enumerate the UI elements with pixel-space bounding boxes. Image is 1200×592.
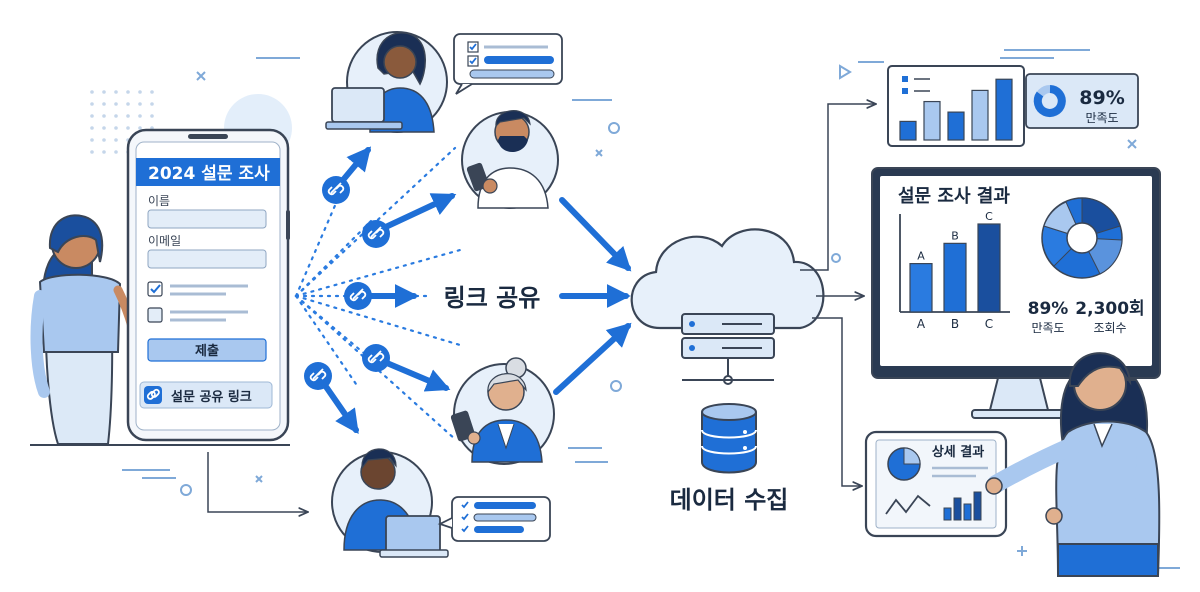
bar-top-label: A (917, 250, 925, 263)
link-share-label: 링크 공유 (444, 284, 541, 312)
checklist-bubble-top (453, 33, 563, 95)
bar-axis-label: A (917, 317, 926, 331)
results-monitor: 설문 조사 결과 A A B B C C 89% 만족도 2,300회 조회수 (871, 167, 1161, 419)
check-icon (150, 284, 161, 294)
cloud-server-icon (630, 228, 825, 385)
output-connectors (800, 104, 876, 486)
survey-woman-figure (30, 214, 290, 446)
summary-card: 89% 만족도 (887, 65, 1139, 147)
monitor-satisfaction-label: 만족도 (1031, 321, 1064, 335)
bar-top-label: B (951, 229, 959, 242)
checklist-bubble-bottom (437, 496, 551, 542)
survey-header-bar (136, 158, 280, 186)
laptop-icon (331, 87, 385, 123)
summary-bar (899, 120, 917, 141)
bar-top-label: C (985, 210, 993, 223)
share-link-label: 설문 공유 링크 (171, 390, 252, 405)
link-icon (322, 176, 350, 204)
survey-title: 2024 설문 조사 (148, 164, 270, 184)
monitor-bar-a (909, 263, 933, 313)
monitor-views-label: 조회수 (1093, 321, 1126, 335)
link-badges (304, 176, 390, 390)
presenter-figure (985, 352, 1161, 577)
summary-bar (947, 111, 965, 141)
phone-to-user-connector (207, 452, 308, 512)
database-icon (701, 403, 757, 474)
monitor-bar-b (943, 242, 967, 313)
data-collection-label: 데이터 수집 (670, 486, 789, 514)
tablet-line-chart (885, 494, 931, 515)
monitor-pie-chart (1041, 197, 1123, 279)
bar-axis-label: C (985, 317, 993, 331)
detail-tablet: 상세 결과 (864, 430, 1008, 538)
link-icon (362, 344, 390, 372)
checkbox-unchecked[interactable] (147, 307, 163, 323)
monitor-satisfaction-value: 89% (1028, 299, 1069, 319)
respondent-laptop-man (331, 448, 449, 558)
email-field[interactable] (147, 249, 267, 269)
summary-bar (923, 100, 941, 141)
monitor-bar-chart: A A B B C C (909, 210, 1001, 331)
tablet-title: 상세 결과 (932, 444, 984, 460)
summary-bar-chart (899, 78, 1013, 141)
checkbox-checked[interactable] (147, 281, 163, 297)
respondent-tablet-senior (450, 357, 555, 465)
submit-label: 제출 (195, 343, 219, 359)
link-icon (146, 388, 160, 400)
link-icon (362, 220, 390, 248)
bar-axis-label: B (951, 317, 959, 331)
share-link-button[interactable]: 설문 공유 링크 (139, 381, 273, 409)
respondent-phone-man (461, 110, 559, 209)
monitor-title: 설문 조사 결과 (898, 186, 1010, 207)
summary-satisfaction-label: 만족도 (1085, 111, 1118, 125)
submit-button[interactable]: 제출 (147, 338, 267, 362)
monitor-bar-c (977, 223, 1001, 313)
link-icon (344, 282, 372, 310)
respondent-laptop-woman (325, 31, 448, 133)
summary-bar (971, 89, 989, 141)
summary-bar (995, 78, 1013, 141)
tablet-bar-chart (943, 491, 982, 521)
name-label: 이름 (148, 194, 170, 208)
laptop-icon (385, 515, 441, 553)
tablet-pie-icon (887, 447, 921, 481)
name-field[interactable] (147, 209, 267, 229)
donut-icon (1033, 85, 1066, 117)
survey-form: 2024 설문 조사 이름 이메일 제출 설문 공유 링크 (136, 158, 280, 409)
summary-percent: 89% (1079, 87, 1124, 109)
email-label: 이메일 (148, 234, 181, 248)
link-icon (304, 362, 332, 390)
monitor-views-value: 2,300회 (1075, 299, 1144, 319)
